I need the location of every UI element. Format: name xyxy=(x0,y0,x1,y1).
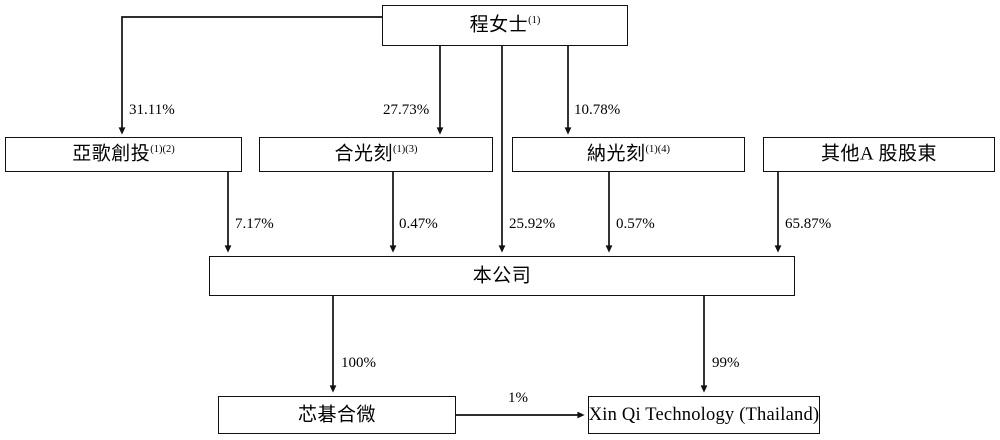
edge-label-cheng-company: 25.92% xyxy=(509,216,556,232)
node-other-a-shareholders-label: 其他A 股股東 xyxy=(821,143,937,165)
edge-label-cheng-naguangke: 10.78% xyxy=(574,102,621,118)
edge-label-company-thailand: 99% xyxy=(712,355,740,371)
edge-label-othera-company: 65.87% xyxy=(785,216,832,232)
node-heguangke-label: 合光刻(1)(3) xyxy=(334,143,418,165)
node-thailand[interactable]: Xin Qi Technology (Thailand) xyxy=(588,396,820,434)
edge-label-yage-company: 7.17% xyxy=(235,216,274,232)
edge-label-xinqi-thailand: 1% xyxy=(508,390,528,406)
node-thailand-label: Xin Qi Technology (Thailand) xyxy=(588,404,820,425)
edge-cheng-yage xyxy=(118,16,382,135)
node-naguangke-label: 納光刻(1)(4) xyxy=(586,143,670,165)
edge-label-cheng-heguangke: 27.73% xyxy=(383,102,430,118)
node-cheng-label: 程女士(1) xyxy=(469,14,541,36)
node-xinqi[interactable]: 芯碁合微 xyxy=(218,396,456,434)
node-yage-label: 亞歌創投(1)(2) xyxy=(72,143,175,165)
edge-label-cheng-yage: 31.11% xyxy=(129,102,175,118)
node-company[interactable]: 本公司 xyxy=(209,256,795,296)
edge-label-naguangke-company: 0.57% xyxy=(616,216,655,232)
node-naguangke[interactable]: 納光刻(1)(4) xyxy=(512,137,745,172)
edge-label-heguangke-company: 0.47% xyxy=(399,216,438,232)
node-yage[interactable]: 亞歌創投(1)(2) xyxy=(5,137,242,172)
node-company-label: 本公司 xyxy=(472,265,532,287)
node-heguangke[interactable]: 合光刻(1)(3) xyxy=(259,137,493,172)
edge-label-company-xinqi: 100% xyxy=(341,355,376,371)
node-xinqi-label: 芯碁合微 xyxy=(297,404,376,426)
node-cheng[interactable]: 程女士(1) xyxy=(382,5,628,46)
node-other-a-shareholders[interactable]: 其他A 股股東 xyxy=(763,137,995,172)
